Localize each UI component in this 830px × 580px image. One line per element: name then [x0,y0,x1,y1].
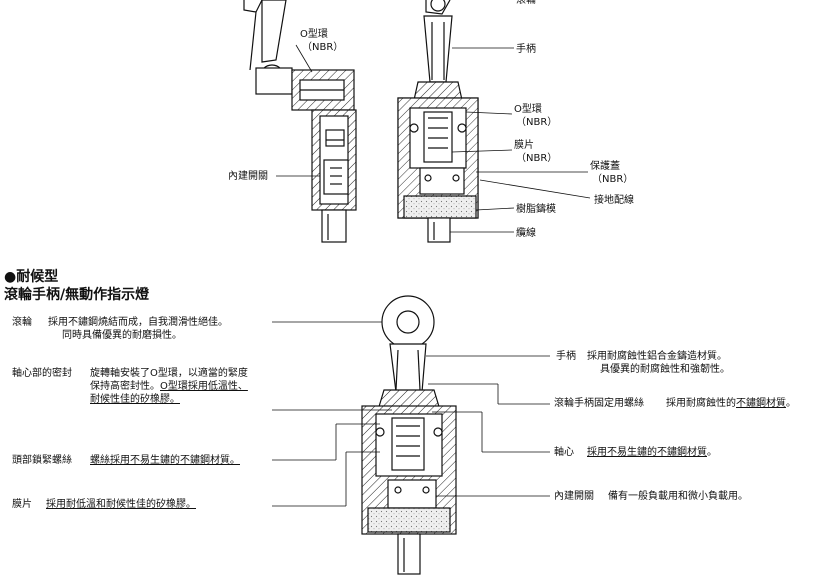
note-switch-name: 內建開關 [554,491,594,502]
label-handle: 手柄 [516,44,536,55]
bottom-right-leaders [426,355,550,497]
label-diaphragm-material: （NBR） [516,153,558,164]
note-roller-screw-text: 採用耐腐蝕性的不鏽鋼材質。 [666,398,796,409]
note-handle-line1: 採用耐腐蝕性鋁合金鑄造材質。 [587,351,727,362]
label-roller: 滾輪 [516,0,536,6]
label-resin-mold: 樹脂鑄模 [516,204,556,215]
label-cable: 纜線 [516,228,536,239]
bottom-left-leaders [272,321,392,507]
note-head-screw-text: 螺絲採用不易生鏽的不鏽鋼材質。 [90,455,240,466]
note-head-screw-name: 頭部鎖緊螺絲 [12,455,72,466]
label-diaphragm: 膜片 [514,140,534,151]
note-axis-text: 採用不易生鏽的不鏽鋼材質。 [587,447,717,458]
weather-resistant-switch-drawing [361,295,457,575]
note-axis-seal-line2: 保持高密封性。O型環採用低溫性、 [90,381,248,392]
note-handle-line2: 具優異的耐腐蝕性和強韌性。 [600,364,730,375]
note-diaphragm-text: 採用耐低溫和耐候性佳的矽橡膠。 [46,499,196,510]
note-roller-screw-name: 滾輪手柄固定用螺絲 [554,398,644,409]
front-view-drawing [397,0,479,243]
section-subtitle: 滾輪手柄/無動作指示燈 [4,287,150,303]
label-cover-material: （NBR） [592,174,634,185]
label-builtin-switch-top: 內建開關 [228,171,268,182]
label-oring-left-material: （NBR） [302,42,344,53]
side-view-drawing [243,0,357,243]
note-diaphragm-name: 膜片 [12,499,32,510]
note-handle-name: 手柄 [556,351,576,362]
note-axis-seal-line3: 耐候性佳的矽橡膠。 [90,394,180,405]
note-switch-text: 備有一般負載用和微小負載用。 [608,491,748,502]
label-oring-left: O型環 [300,29,328,40]
note-axis-seal-name: 軸心部的密封 [12,368,72,379]
note-roller-line1: 採用不鏽鋼燒結而成，自我潤滑性絕佳。 [48,317,228,328]
note-axis-name: 軸心 [554,447,574,458]
leader-oring-left [295,44,313,73]
top-right-leaders [450,47,591,233]
section-title: ●耐候型 [4,269,59,285]
note-roller-name: 滾輪 [12,317,32,328]
label-cover: 保護蓋 [590,161,620,172]
label-oring-right: O型環 [514,104,542,115]
label-oring-right-material: （NBR） [516,117,558,128]
label-ground-wire: 接地配線 [594,195,634,206]
note-roller-line2: 同時具備優異的耐磨損性。 [62,330,182,341]
note-axis-seal-line1: 旋轉軸安裝了O型環，以適當的緊度 [90,368,248,379]
